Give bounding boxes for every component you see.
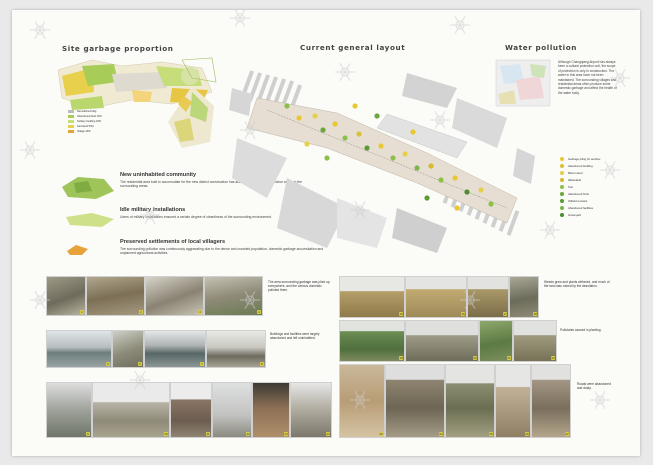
site-photo: 2: [86, 276, 145, 316]
site-photo: 5: [46, 330, 112, 368]
legend-item: Barren land: [560, 169, 601, 176]
water-pollution-map: [495, 59, 551, 107]
water-pollution-title: Water pollution: [505, 43, 577, 52]
legend-item: Abandoned brick: [560, 190, 601, 197]
site-photo: 14: [290, 382, 332, 438]
section-heading: New uninhabited community: [120, 172, 197, 178]
legend-item: Solitary building 20%: [68, 119, 102, 124]
settlement-icon: [67, 245, 88, 255]
site-photo: 15: [339, 276, 405, 318]
photo-caption: Buildings and facilities were largely ab…: [270, 332, 320, 341]
current-layout-title: Current general layout: [300, 43, 406, 52]
site-photo: 19: [339, 320, 405, 362]
section-body: The residential area built to accomodate…: [120, 180, 303, 189]
legend-item: Demolished bldg: [68, 109, 102, 114]
legend-item: Wasteland: [560, 176, 601, 183]
legend-dot: [560, 163, 564, 168]
section-heading: Preserved settlements of local villagers: [120, 239, 226, 245]
legend-dot: [560, 205, 564, 210]
legend-item: Farmland 50%: [68, 124, 102, 129]
military-icon: [66, 213, 114, 227]
community-icon: [62, 177, 114, 199]
photo-caption: Roads were abandoned and dusty.: [577, 382, 611, 391]
site-photo: 24: [385, 364, 445, 438]
legend-item: Garbage piling for another: [560, 155, 601, 162]
site-garbage-title: Site garbage proportion: [62, 44, 174, 53]
legend-item: Abandoned building: [560, 162, 601, 169]
photo-caption: Weeds grew and plants withered, and much…: [544, 280, 610, 289]
site-photo: 11: [170, 382, 212, 438]
legend-dot: [560, 156, 564, 161]
legend-dot: [560, 170, 564, 175]
photo-caption: The area surrounding garbage was piled u…: [268, 280, 330, 293]
site-photo: 16: [405, 276, 467, 318]
site-photo: 21: [479, 320, 513, 362]
site-fragment-graphic: [168, 86, 214, 148]
legend-item: Abandoned land 10%: [68, 114, 102, 119]
site-photo: 22: [513, 320, 557, 362]
section-body: Users of military installations ensured …: [120, 215, 272, 219]
site-photo: 9: [46, 382, 92, 438]
site-photo: 12: [212, 382, 252, 438]
legend-item: Abandoned facilities: [560, 204, 601, 211]
site-photo: 3: [145, 276, 204, 316]
site-photo: 17: [467, 276, 509, 318]
legend-item: Soil: [560, 183, 601, 190]
section-heading: Idle military installations: [120, 207, 186, 213]
site-garbage-legend: Demolished bldg Abandoned land 10% Solit…: [68, 109, 102, 134]
legend-dot: [560, 191, 564, 196]
site-photo: 20: [405, 320, 479, 362]
site-photo: 23: [339, 364, 385, 438]
legend-dot: [560, 184, 564, 189]
photo-caption: Pollutants caused in planting.: [560, 328, 602, 332]
legend-item: Oilfield remains: [560, 197, 601, 204]
site-photo: 6: [112, 330, 144, 368]
layout-legend: Garbage piling for another Abandoned bui…: [560, 155, 601, 218]
legend-dot: [560, 177, 564, 182]
site-photo: 25: [445, 364, 495, 438]
site-photo: 1: [46, 276, 86, 316]
site-photo: 26: [495, 364, 531, 438]
site-photo: 8: [206, 330, 266, 368]
legend-dot: [560, 198, 564, 203]
site-photo: 4: [204, 276, 263, 316]
section-body: The surrounding pollution was continuous…: [120, 247, 324, 256]
legend-dot: [560, 212, 564, 217]
design-board: Site garbage proportion Current general …: [12, 10, 640, 456]
site-photo: 27: [531, 364, 571, 438]
water-pollution-text: Although Changqiang Airport has always b…: [558, 60, 617, 95]
legend-item: Graveyard: [560, 211, 601, 218]
site-photo: 7: [144, 330, 206, 368]
site-photo: 18: [509, 276, 539, 318]
site-photo: 13: [252, 382, 290, 438]
site-photo: 10: [92, 382, 170, 438]
legend-item: Village 20%: [68, 129, 102, 134]
layout-markers: [284, 103, 494, 211]
